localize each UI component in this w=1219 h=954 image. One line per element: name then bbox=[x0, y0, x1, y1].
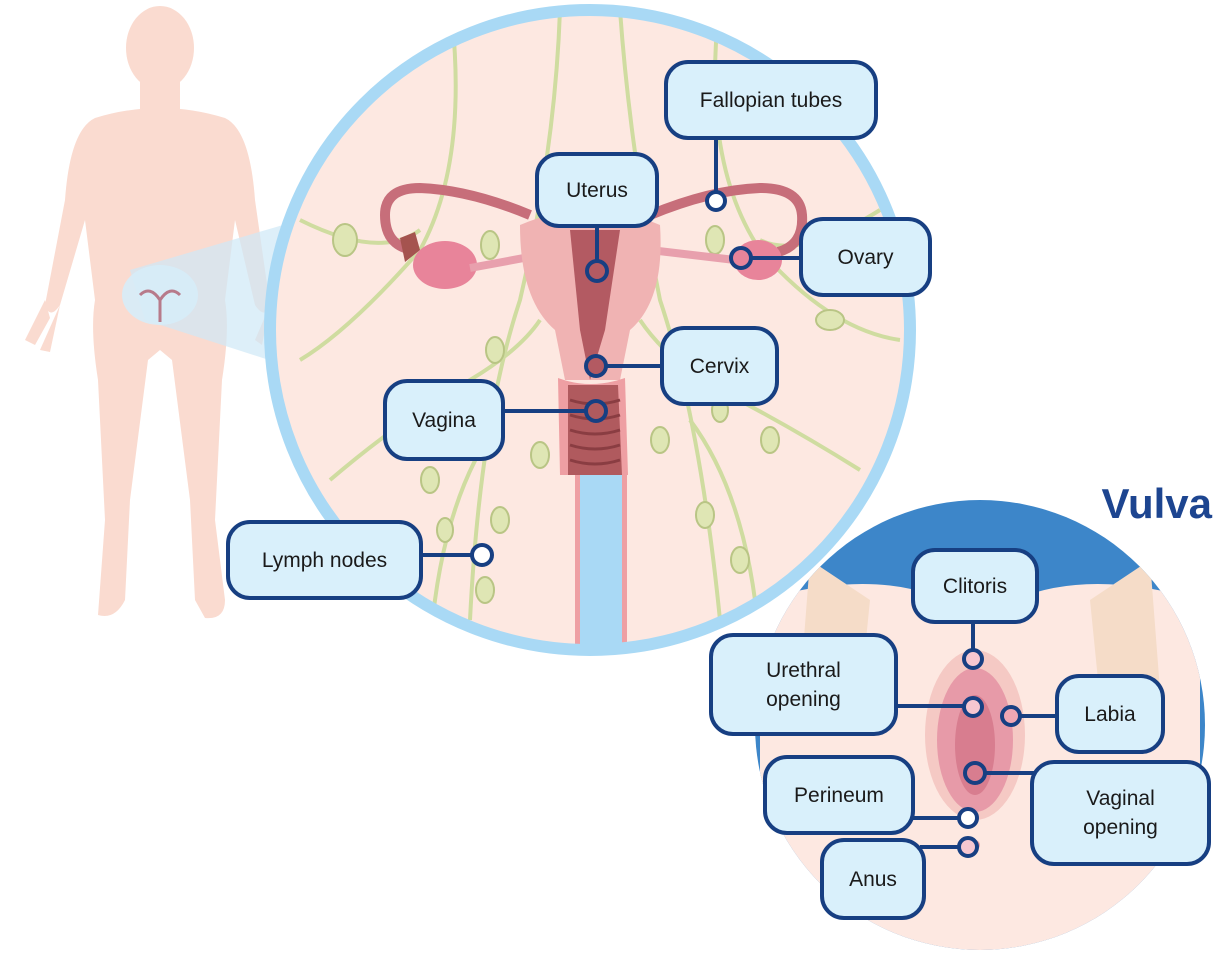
perineum-marker bbox=[959, 809, 977, 827]
label-clitoris: Clitoris bbox=[911, 548, 1039, 624]
label-labia: Labia bbox=[1055, 674, 1165, 754]
lymph-nodes-marker bbox=[472, 545, 492, 565]
vaginal-opening-marker bbox=[965, 763, 985, 783]
label-urethral-opening: Urethral opening bbox=[709, 633, 898, 736]
label-vagina: Vagina bbox=[383, 379, 505, 461]
vulva-title: Vulva bbox=[1072, 478, 1212, 530]
label-vaginal-opening: Vaginal opening bbox=[1030, 760, 1211, 866]
label-lymph-nodes: Lymph nodes bbox=[226, 520, 423, 600]
fallopian-tubes-marker bbox=[707, 192, 725, 210]
uterus-marker bbox=[587, 261, 607, 281]
label-fallopian-tubes: Fallopian tubes bbox=[664, 60, 878, 140]
cervix-marker bbox=[586, 356, 606, 376]
vagina-marker bbox=[586, 401, 606, 421]
label-perineum: Perineum bbox=[763, 755, 915, 835]
labia-marker bbox=[1002, 707, 1020, 725]
label-cervix: Cervix bbox=[660, 326, 779, 406]
label-uterus: Uterus bbox=[535, 152, 659, 228]
label-anus: Anus bbox=[820, 838, 926, 920]
clitoris-marker bbox=[964, 650, 982, 668]
anus-marker bbox=[959, 838, 977, 856]
urethral-opening-marker bbox=[964, 698, 982, 716]
label-ovary: Ovary bbox=[799, 217, 932, 297]
ovary-marker bbox=[731, 248, 751, 268]
